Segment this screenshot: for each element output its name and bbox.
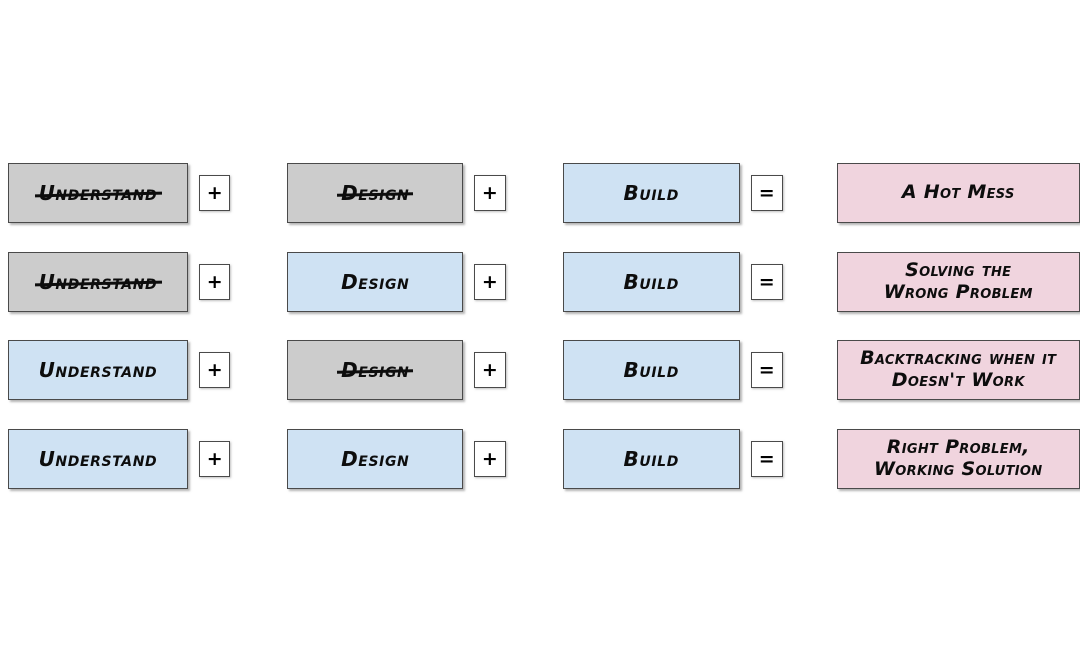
term-label-build: Build: [623, 180, 679, 205]
plus-operator-icon: +: [473, 352, 506, 388]
term-box-build[interactable]: Build: [562, 252, 740, 312]
term-box-design[interactable]: Design: [287, 252, 463, 312]
plus-operator-icon-glyph: +: [481, 358, 498, 381]
term-box-build[interactable]: Build: [562, 429, 740, 489]
equation-row: Understand + Design + Build = Solving the Wron…: [0, 252, 1080, 312]
result-label: Right Problem, Working Solution: [874, 436, 1043, 480]
term-box-understand[interactable]: Understand: [8, 252, 188, 312]
term-label-understand: Understand: [35, 181, 162, 205]
plus-operator-icon-glyph: +: [206, 270, 223, 293]
plus-operator-icon-glyph: +: [206, 181, 223, 204]
plus-operator-icon-glyph: +: [481, 447, 498, 470]
plus-operator-icon: +: [198, 264, 231, 300]
term-label-design: Design: [341, 269, 410, 294]
term-box-design[interactable]: Design: [287, 340, 463, 400]
plus-operator-icon-glyph: +: [206, 358, 223, 381]
result-label: Backtracking when it Doesn't Work: [860, 347, 1057, 391]
term-box-understand[interactable]: Understand: [8, 163, 188, 223]
plus-operator-icon: +: [473, 175, 506, 211]
plus-operator-icon-glyph: +: [481, 181, 498, 204]
term-label-understand: Understand: [38, 446, 158, 471]
term-label-design: Design: [337, 181, 413, 205]
term-label-build: Build: [623, 357, 679, 382]
equals-operator-icon: =: [750, 441, 783, 477]
equals-operator-icon: =: [750, 352, 783, 388]
equals-operator-icon: =: [750, 264, 783, 300]
result-box[interactable]: Right Problem, Working Solution: [836, 429, 1080, 489]
result-label: Solving the Wrong Problem: [883, 259, 1033, 303]
equals-operator-icon: =: [750, 175, 783, 211]
result-box[interactable]: Backtracking when it Doesn't Work: [836, 340, 1080, 400]
equation-row: Understand + Design + Build = Right Problem, W…: [0, 429, 1080, 489]
term-label-build: Build: [623, 269, 679, 294]
term-box-design[interactable]: Design: [287, 163, 463, 223]
plus-operator-icon-glyph: +: [481, 270, 498, 293]
result-label: A Hot Mess: [901, 181, 1015, 204]
term-box-build[interactable]: Build: [562, 340, 740, 400]
term-label-build: Build: [623, 446, 679, 471]
term-box-understand[interactable]: Understand: [8, 429, 188, 489]
equals-operator-icon-glyph: =: [758, 358, 775, 381]
result-box[interactable]: Solving the Wrong Problem: [836, 252, 1080, 312]
equation-row: Understand + Design + Build = A Hot Mess: [0, 163, 1080, 223]
plus-operator-icon: +: [198, 441, 231, 477]
equation-row: Understand + Design + Build = Backtracking whe…: [0, 340, 1080, 400]
term-label-understand: Understand: [35, 270, 162, 294]
result-box[interactable]: A Hot Mess: [836, 163, 1080, 223]
equals-operator-icon-glyph: =: [758, 270, 775, 293]
term-box-build[interactable]: Build: [562, 163, 740, 223]
plus-operator-icon: +: [473, 441, 506, 477]
equals-operator-icon-glyph: =: [758, 447, 775, 470]
term-label-design: Design: [337, 358, 413, 382]
plus-operator-icon: +: [198, 175, 231, 211]
term-box-understand[interactable]: Understand: [8, 340, 188, 400]
plus-operator-icon: +: [473, 264, 506, 300]
term-label-design: Design: [341, 446, 410, 471]
plus-operator-icon-glyph: +: [206, 447, 223, 470]
equals-operator-icon-glyph: =: [758, 181, 775, 204]
plus-operator-icon: +: [198, 352, 231, 388]
term-label-understand: Understand: [38, 357, 158, 382]
term-box-design[interactable]: Design: [287, 429, 463, 489]
